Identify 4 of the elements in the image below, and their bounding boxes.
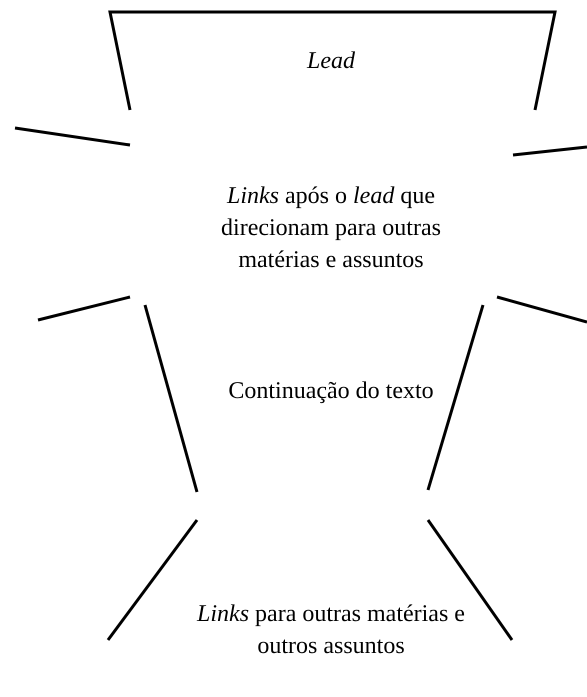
- paragraph: Links após o lead que direcionam para outras matérias e assuntos: [220, 182, 442, 275]
- paragraph: Links para outras matérias e outros assuntos: [196, 600, 466, 661]
- section-label: Lead: [306, 47, 356, 76]
- section-label: Continuação do texto: [227, 377, 435, 406]
